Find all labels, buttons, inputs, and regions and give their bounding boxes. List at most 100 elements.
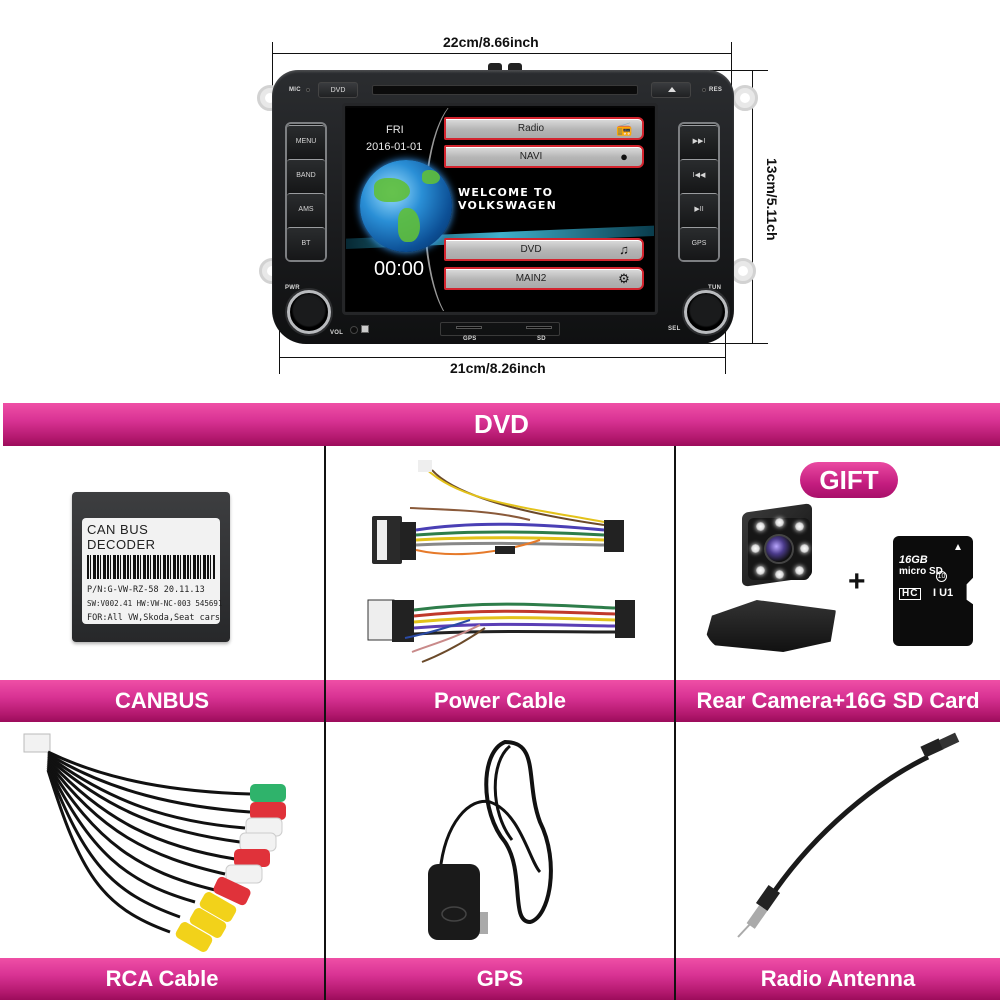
pwr-label: PWR	[285, 285, 300, 291]
dimension-tick-height-top	[710, 70, 768, 71]
gear-icon: ⚙	[618, 271, 630, 286]
dimension-line-top	[272, 53, 732, 54]
grid-divider	[324, 446, 326, 1000]
radio-icon: 📻	[616, 121, 633, 136]
res-label: RES	[709, 87, 723, 93]
dimension-tick-top-right	[731, 42, 732, 87]
canbus-part-number: P/N:G-VW-RZ-58 20.11.13	[87, 585, 205, 595]
welcome-message: WELCOME TO VOLKSWAGEN	[458, 186, 558, 212]
radio-menu-label: Radio	[517, 123, 545, 134]
navi-menu-label: NAVI	[519, 151, 543, 162]
dimension-tick-bottom-right	[725, 300, 726, 374]
play-pause-icon: ▶II	[694, 206, 704, 213]
screen-date: 2016-01-01	[366, 141, 423, 153]
sd-uhs: I U1	[933, 587, 954, 599]
label-canbus: CANBUS	[0, 680, 324, 722]
rca-cable-image	[23, 733, 286, 952]
disc-slot	[372, 85, 638, 95]
globe-graphic	[360, 160, 452, 252]
main2-menu-label: MAIN2	[515, 273, 547, 284]
screen-clock: 00:00	[374, 258, 425, 280]
power-cable-image	[367, 460, 635, 663]
ir-sensor	[350, 326, 358, 334]
screen-day: FRI	[386, 124, 404, 136]
reset-hole[interactable]	[702, 88, 706, 92]
gps-button[interactable]: GPS	[680, 227, 718, 260]
gps-card-slot[interactable]	[456, 326, 482, 329]
music-disc-icon: ♫	[619, 242, 629, 257]
camera-led	[800, 544, 809, 553]
main2-menu-button[interactable]: MAIN2 ⚙	[444, 267, 644, 290]
sd-capacity: 16GB	[899, 554, 928, 566]
band-button[interactable]: BAND	[287, 159, 325, 192]
radio-menu-button[interactable]: Radio 📻	[444, 117, 644, 140]
camera-led	[751, 544, 760, 553]
canbus-version: SW:V002.41 HW:VW-NC-003 545691	[87, 599, 223, 608]
camera-lens	[764, 534, 794, 564]
sd-class: 10	[936, 571, 947, 582]
camera-led	[756, 566, 765, 575]
card-slot-panel	[440, 322, 560, 336]
sd-card-image: 16GB micro SD 10 HC I U1	[893, 536, 973, 646]
canbus-decoder-label: CAN BUS DECODER P/N:G-VW-RZ-58 20.11.13 …	[82, 518, 223, 624]
plus-icon: +	[848, 565, 866, 598]
camera-led	[775, 518, 784, 527]
gps-slot-label: GPS	[463, 336, 477, 342]
ir-icon	[361, 325, 369, 333]
mounting-tab	[508, 63, 522, 73]
radio-antenna-image	[737, 732, 960, 938]
camera-led	[795, 522, 804, 531]
volume-knob[interactable]	[287, 290, 331, 334]
navi-menu-button[interactable]: NAVI ●	[444, 145, 644, 168]
barcode	[87, 555, 215, 579]
sd-slot-label: SD	[537, 336, 546, 342]
menu-button[interactable]: MENU	[287, 125, 325, 158]
play-pause-button[interactable]: ▶II	[680, 193, 718, 226]
compass-icon: ●	[620, 149, 628, 164]
label-radio-antenna: Radio Antenna	[676, 958, 1000, 1000]
mounting-ear-top-right	[732, 85, 758, 111]
ams-button[interactable]: AMS	[287, 193, 325, 226]
canbus-title: CAN BUS DECODER	[87, 522, 156, 552]
bt-button[interactable]: BT	[287, 227, 325, 260]
previous-track-button[interactable]: I◀◀	[680, 159, 718, 192]
sd-type: HC	[899, 588, 922, 600]
dimension-line-height	[752, 70, 753, 344]
dvd-menu-label: DVD	[520, 244, 542, 255]
camera-led	[795, 566, 804, 575]
tun-label: TUN	[708, 285, 722, 291]
gift-badge: GIFT	[800, 462, 898, 498]
mounting-ear-bottom-right	[730, 258, 756, 284]
sd-arrow-icon	[955, 544, 961, 550]
previous-track-icon: I◀◀	[692, 172, 706, 179]
mounting-tab	[488, 63, 502, 73]
gps-antenna-image	[428, 739, 553, 940]
sd-brand: micro SD	[899, 566, 943, 577]
next-track-button[interactable]: ▶▶I	[680, 125, 718, 158]
dimension-line-bottom	[279, 357, 726, 358]
tune-knob[interactable]	[684, 290, 728, 334]
dimension-height: 13cm/5.11ch	[764, 158, 780, 241]
grid-divider	[674, 446, 676, 1000]
sd-card-slot[interactable]	[526, 326, 552, 329]
right-button-column: ▶▶I I◀◀ ▶II GPS	[678, 122, 720, 262]
dvd-menu-button[interactable]: DVD ♫	[444, 238, 644, 261]
left-button-column: MENU BAND AMS BT	[285, 122, 327, 262]
dimension-bottom-width: 21cm/8.26inch	[450, 360, 546, 376]
dimension-top-width: 22cm/8.66inch	[443, 34, 539, 50]
sel-label: SEL	[668, 326, 681, 332]
mic-label: MIC	[289, 87, 301, 93]
dvd-button[interactable]: DVD	[318, 82, 358, 98]
vol-label: VOL	[330, 330, 344, 336]
camera-led	[775, 570, 784, 579]
dimension-tick-bottom-left	[279, 312, 280, 374]
canbus-compatibility: FOR:All VW,Skoda,Seat cars	[87, 613, 221, 623]
eject-button[interactable]	[651, 82, 691, 98]
next-track-icon: ▶▶I	[692, 138, 706, 145]
dimension-tick-top-left	[272, 42, 273, 87]
touch-screen[interactable]: FRI 2016-01-01 00:00 WELCOME TO VOLKSWAG…	[346, 108, 654, 311]
label-rca-cable: RCA Cable	[0, 958, 324, 1000]
label-rear-camera-sd: Rear Camera+16G SD Card	[676, 680, 1000, 722]
mic-hole	[306, 88, 310, 92]
camera-led	[756, 522, 765, 531]
